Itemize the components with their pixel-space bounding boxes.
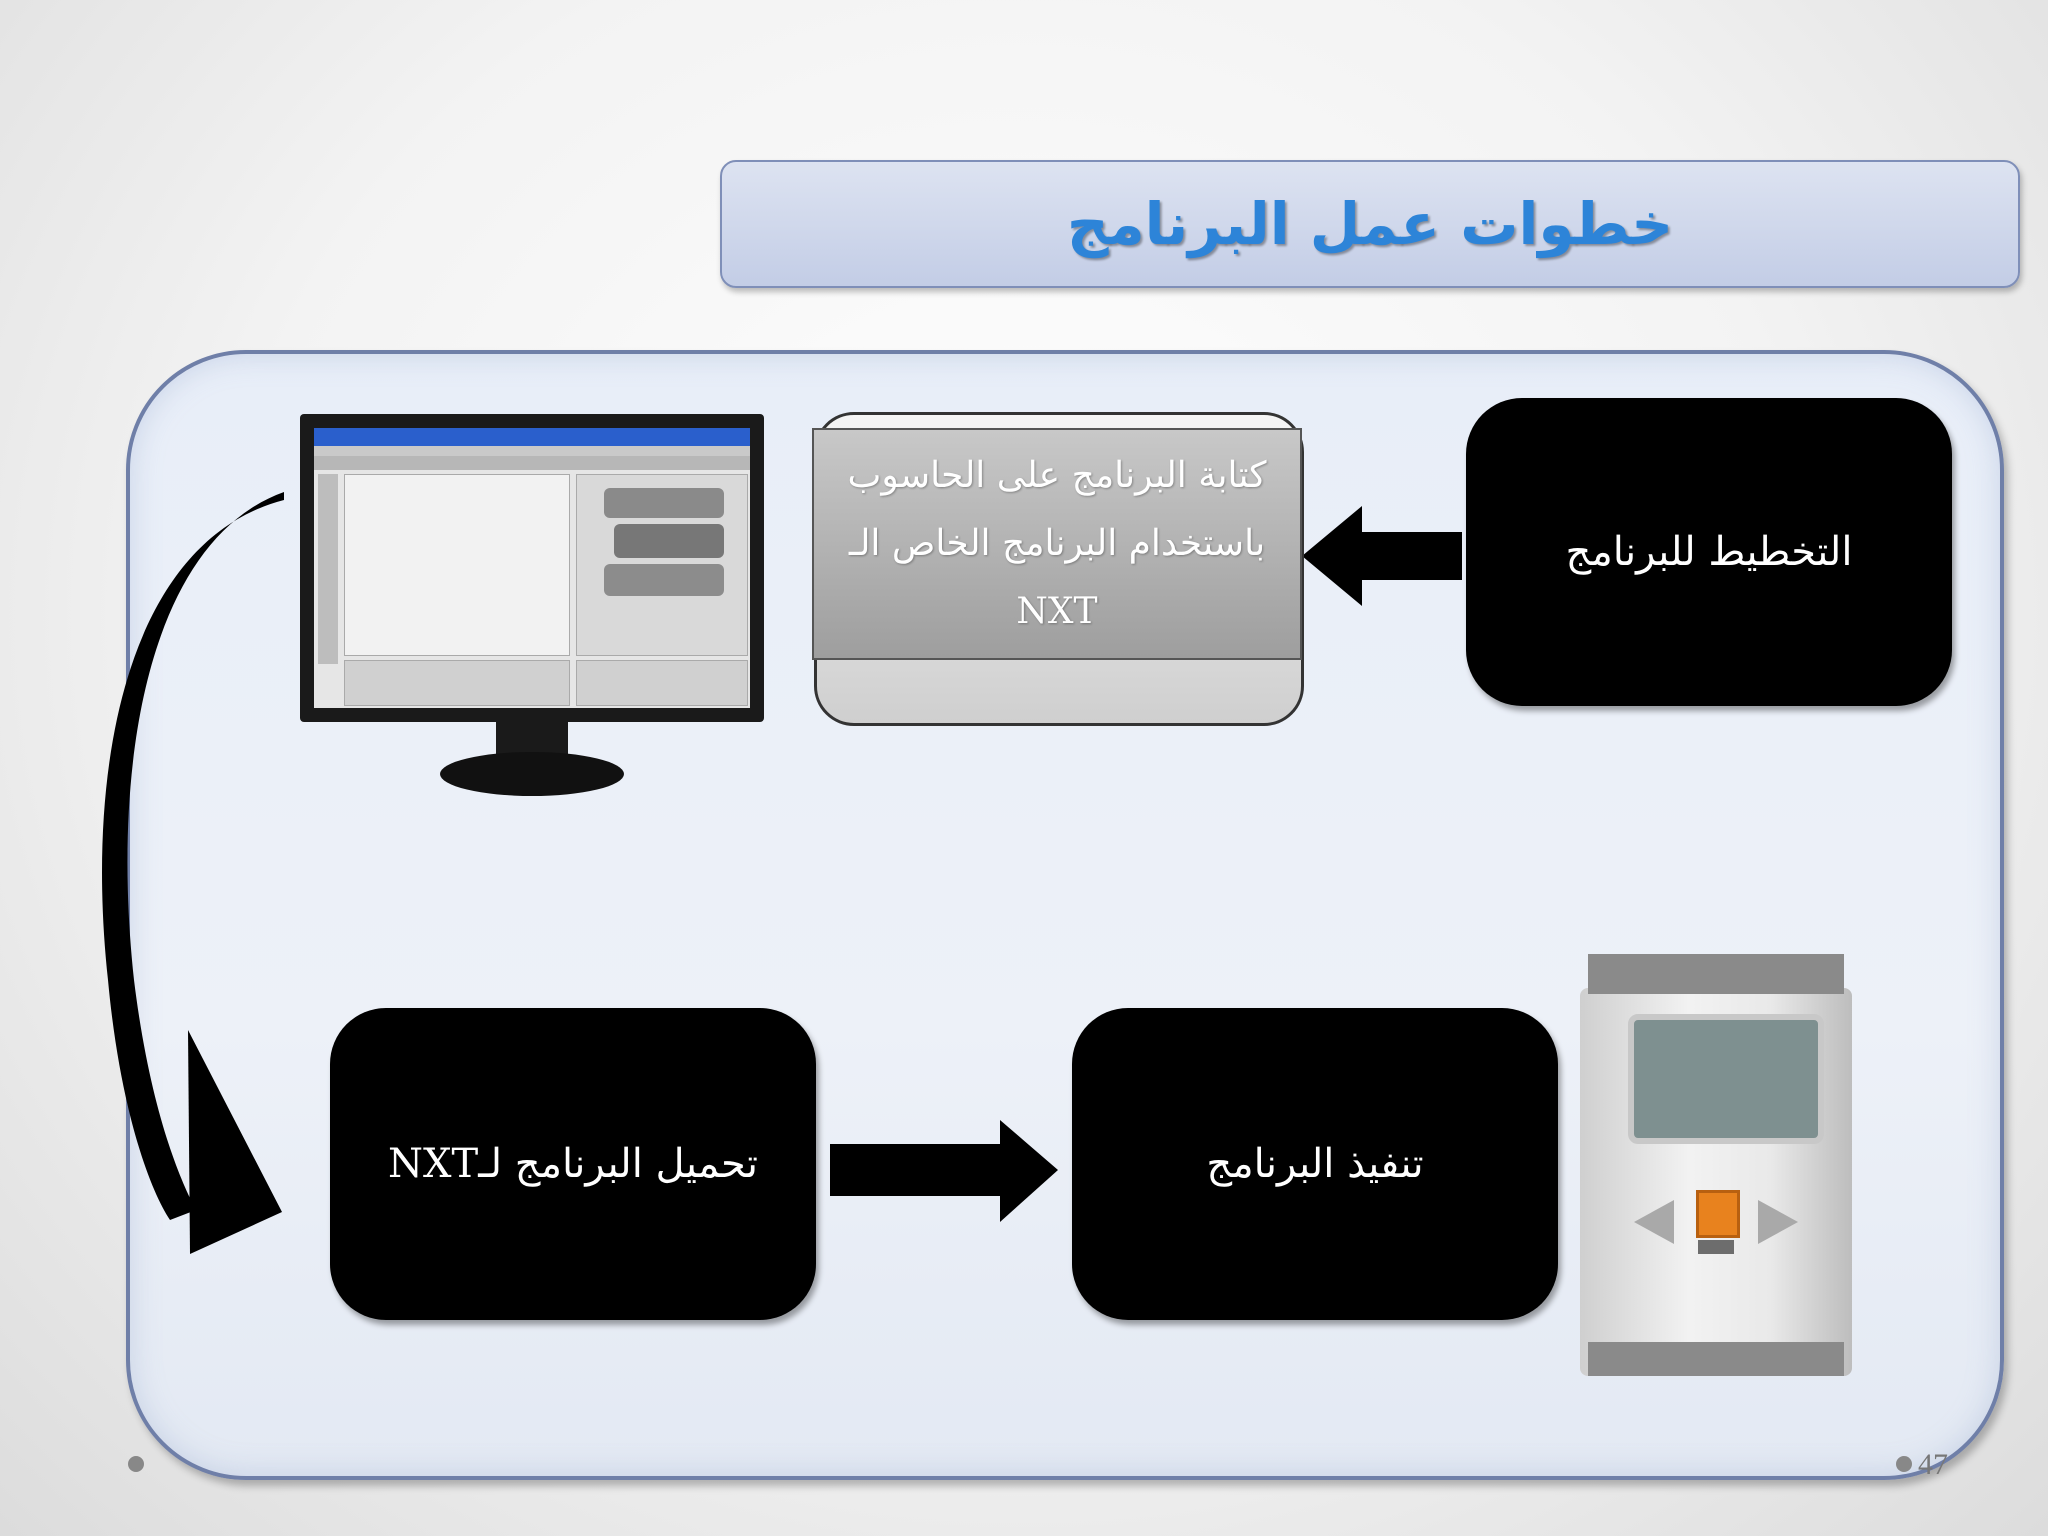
software-help-area: [576, 660, 748, 706]
step-run-label: تنفيذ البرنامج: [1206, 1141, 1424, 1187]
step-plan-label: التخطيط للبرنامج: [1565, 529, 1853, 575]
nxt-top-cap: [1588, 954, 1844, 994]
slide-title: خطوات عمل البرنامج: [1066, 190, 1674, 258]
step-write-label: كتابة البرنامج على الحاسوب باستخدام البر…: [847, 455, 1267, 632]
step-write-box: كتابة البرنامج على الحاسوب باستخدام البر…: [812, 428, 1302, 660]
nxt-cancel-button: [1698, 1240, 1734, 1254]
step-load-label: تحميل البرنامج لـNXT: [388, 1141, 758, 1187]
robot-thumbnail: [614, 524, 724, 558]
arrow-load-to-run: [830, 1120, 1058, 1222]
nxt-lcd-screen: [1628, 1014, 1824, 1144]
title-banner: خطوات عمل البرنامج: [720, 160, 2020, 288]
step-run-box: تنفيذ البرنامج: [1072, 1008, 1558, 1320]
footer-dot-left: [128, 1456, 144, 1472]
arrow-plan-to-write: [1302, 506, 1462, 606]
step-load-box: تحميل البرنامج لـNXT: [330, 1008, 816, 1320]
slide-number: 47: [1918, 1448, 1948, 1481]
nxt-left-button: [1634, 1200, 1674, 1244]
monitor-base: [440, 752, 624, 796]
footer-dot-right: [1896, 1456, 1912, 1472]
robot-thumbnail: [604, 564, 724, 596]
nxt-bottom-cap: [1588, 1342, 1844, 1376]
nxt-right-button: [1758, 1200, 1798, 1244]
robot-thumbnail: [604, 488, 724, 518]
software-configuration-area: [344, 660, 570, 706]
software-menubar: [314, 446, 750, 456]
software-toolbar: [314, 456, 750, 470]
computer-monitor-image: [300, 414, 764, 796]
arrow-write-to-load: [102, 492, 284, 1254]
step-plan-box: التخطيط للبرنامج: [1466, 398, 1952, 706]
software-titlebar: [314, 428, 750, 446]
monitor-screen: [314, 428, 750, 708]
software-programming-area: [344, 474, 570, 656]
nxt-enter-button: [1696, 1190, 1740, 1238]
nxt-brick-image: [1580, 954, 1852, 1376]
software-palette: [318, 474, 338, 664]
